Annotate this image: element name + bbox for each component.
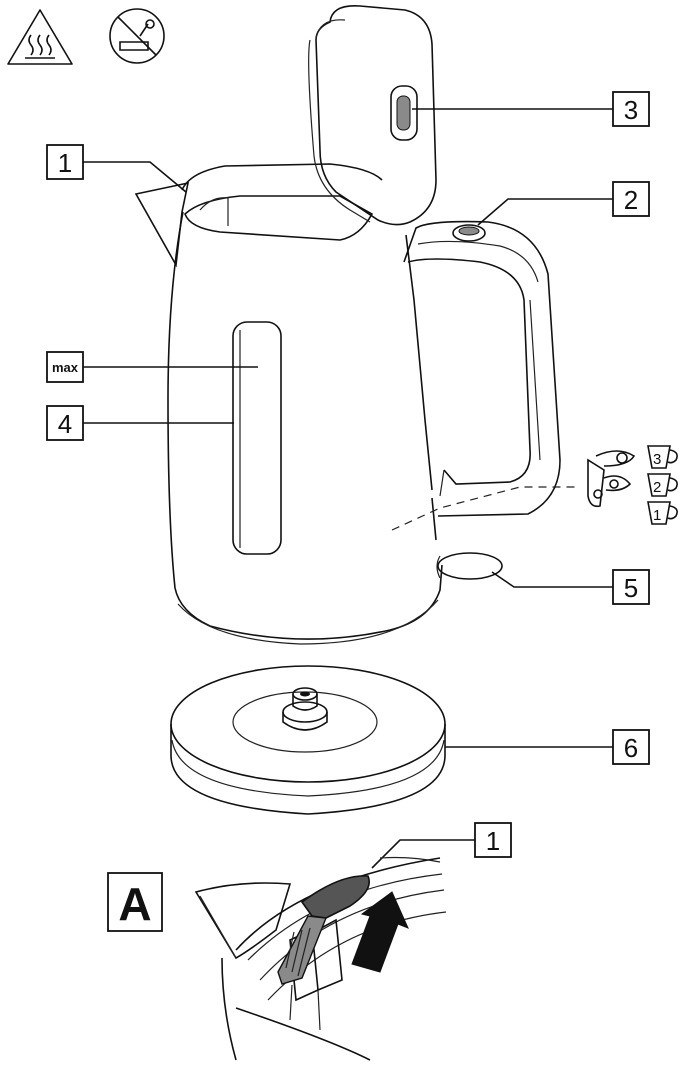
callout-max: max bbox=[46, 351, 258, 383]
cup-level-indicator bbox=[587, 450, 636, 508]
cup-label-3: 3 bbox=[653, 451, 661, 468]
detail-letter: A bbox=[118, 878, 151, 930]
kettle-body bbox=[134, 163, 576, 645]
callout-label-2: 2 bbox=[624, 185, 638, 215]
kettle-base bbox=[170, 665, 446, 815]
callout-6: 6 bbox=[445, 729, 650, 765]
callout-label-1: 1 bbox=[58, 148, 72, 178]
callout-1-top: 1 bbox=[46, 144, 187, 193]
callout-label-3: 3 bbox=[624, 95, 638, 125]
callout-2: 2 bbox=[477, 181, 650, 226]
max-label: max bbox=[52, 360, 79, 375]
cup-icon-1: 1 bbox=[647, 501, 678, 525]
kettle-lid bbox=[308, 5, 437, 226]
callout-3: 3 bbox=[412, 91, 650, 127]
callout-5: 5 bbox=[491, 569, 650, 605]
callout-1-detail: 1 bbox=[371, 822, 512, 869]
on-off-switch[interactable] bbox=[452, 224, 486, 242]
cord-wrap bbox=[436, 552, 503, 580]
cup-label-2: 2 bbox=[653, 479, 661, 496]
callout-label-6: 6 bbox=[624, 733, 638, 763]
hot-surface-warning-icon bbox=[7, 9, 73, 65]
callout-label-5: 5 bbox=[624, 573, 638, 603]
cup-label-1: 1 bbox=[653, 507, 661, 524]
callout-label-1-detail: 1 bbox=[486, 826, 500, 856]
no-immersion-icon bbox=[109, 8, 165, 64]
cup-icon-2: 2 bbox=[647, 473, 678, 497]
cup-icon-3: 3 bbox=[647, 445, 678, 469]
kettle-handle bbox=[403, 220, 561, 517]
callout-4: 4 bbox=[46, 405, 234, 441]
detail-a-kettle-closeup bbox=[194, 856, 447, 1061]
callout-label-4: 4 bbox=[58, 409, 72, 439]
up-arrow-icon bbox=[351, 891, 409, 973]
detail-a-label: A bbox=[107, 872, 163, 932]
